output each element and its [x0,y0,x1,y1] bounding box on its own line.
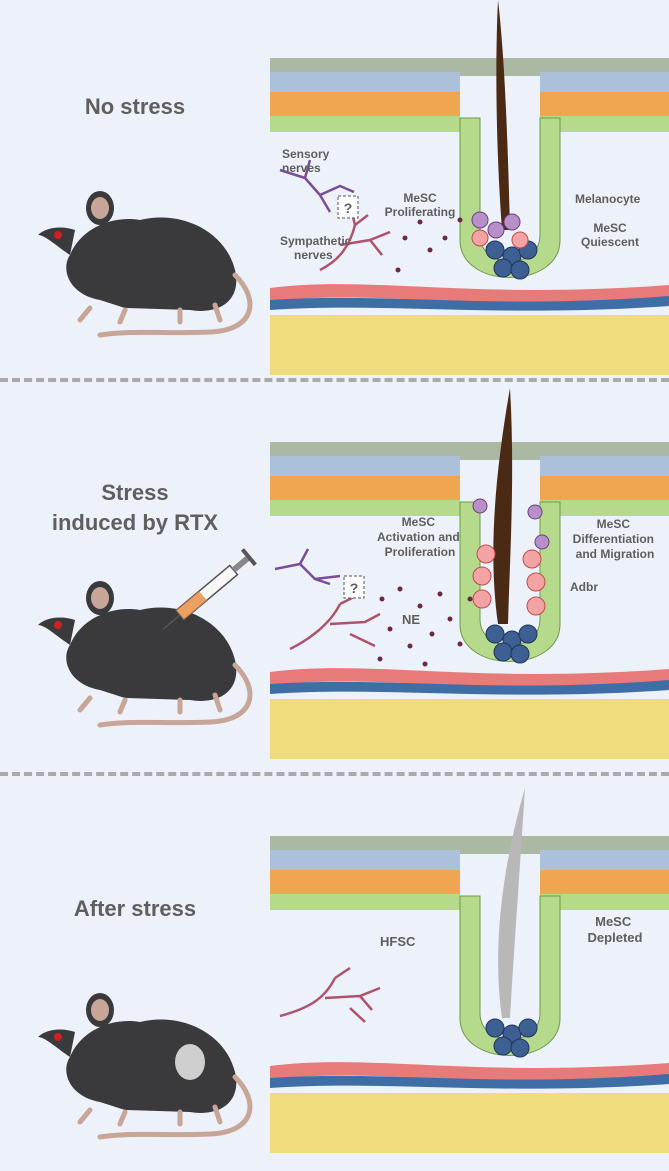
question-mark: ? [350,580,359,596]
sympathetic-nerve [319,204,391,272]
sensory-nerve [279,159,355,213]
label-hfsc: HFSC [380,934,416,949]
mouse-icon [30,992,270,1142]
panel-divider [0,378,669,382]
panel-divider [0,772,669,776]
label-adbr: Adbr [570,580,598,594]
panel-title: Stress induced by RTX [20,478,250,538]
panel-title-line: induced by RTX [51,510,219,535]
mouse-icon [30,190,270,340]
sympathetic-nerve [279,966,381,1023]
panel-title-line: Stress [101,480,169,505]
label-mesc-depleted: MeSC Depleted [588,914,643,945]
panel-after-stress: After stress HFSC MeSC Depleted [0,778,669,1171]
syringe-icon [162,548,257,630]
hair-follicle-icon [459,0,561,280]
question-mark: ? [344,200,353,216]
hair-follicle-icon [459,788,561,1058]
skin-diagram: ? MeSC Activation and Proliferation MeSC… [270,388,669,759]
sympathetic-nerve [289,592,381,651]
mouse-icon [30,548,257,730]
panel-stress-rtx: Stress induced by RTX ? [0,384,669,772]
panel-title: No stress [20,92,250,122]
label-mesc-differentiation: MeSC Differentiation and Migration [573,517,658,561]
label-ne: NE [402,612,420,627]
hair-follicle-icon [459,388,561,664]
label-melanocyte: Melanocyte [575,192,641,206]
panel-title: After stress [20,894,250,924]
label-mesc-activation: MeSC Activation and Proliferation [377,515,463,559]
panel-title-line: No stress [84,94,186,119]
sensory-nerve [274,548,341,586]
panel-title-line: After stress [73,896,197,921]
skin-diagram: HFSC MeSC Depleted [270,788,669,1153]
